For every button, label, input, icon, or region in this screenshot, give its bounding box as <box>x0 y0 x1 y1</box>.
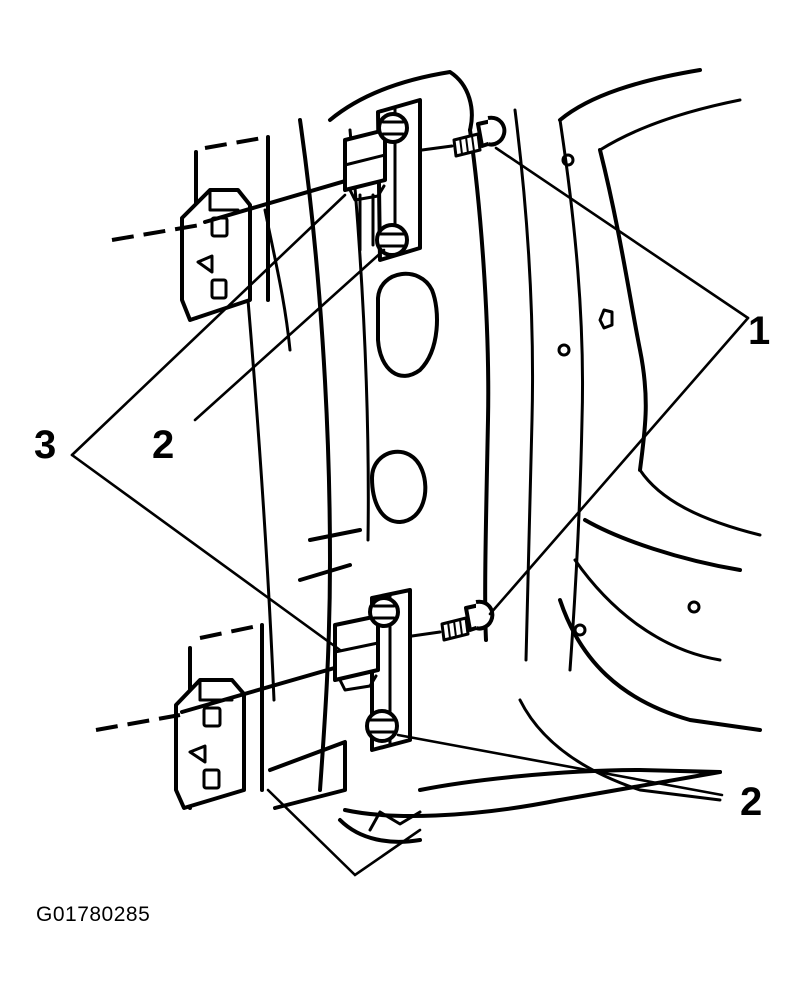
figure-id: G01780285 <box>36 903 151 926</box>
leader-2-upper <box>193 248 386 422</box>
upper-loose-bolt <box>420 115 507 158</box>
door-panel <box>246 118 439 792</box>
lower-hinge <box>95 588 412 810</box>
leader-lines <box>70 146 750 877</box>
callout-1: 1 <box>748 309 770 353</box>
lower-loose-bolt <box>410 599 495 642</box>
leader-base <box>266 788 422 877</box>
leader-1-lower <box>488 316 750 616</box>
callout-3: 3 <box>34 423 56 467</box>
leader-2-lower <box>396 733 724 797</box>
callout-2-upper: 2 <box>152 423 174 467</box>
leader-1-upper <box>494 146 750 320</box>
door-pillar-frame <box>328 68 762 844</box>
callout-2-lower: 2 <box>740 780 762 824</box>
leader-3-lower <box>70 453 342 652</box>
upper-hinge <box>111 98 422 322</box>
leader-3-upper <box>70 193 347 457</box>
